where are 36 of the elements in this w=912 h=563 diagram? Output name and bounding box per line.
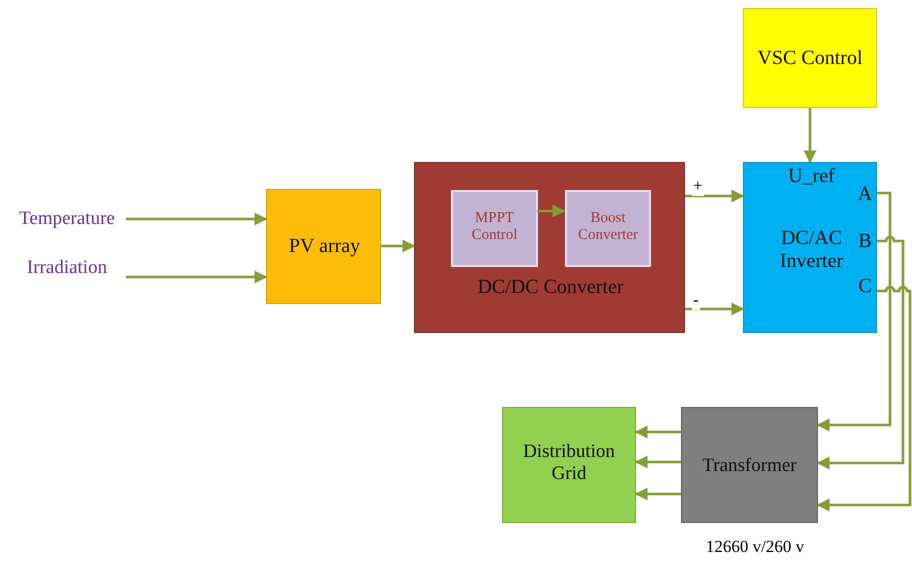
arrow — [537, 204, 566, 218]
arrow — [816, 236, 904, 470]
arrow — [126, 270, 268, 284]
node-label: U_ref — [787, 165, 836, 188]
node-label: Temperature — [18, 208, 116, 230]
process-box — [266, 189, 381, 304]
arrow — [634, 426, 681, 438]
process-box — [451, 190, 538, 267]
phase-label: A — [856, 183, 874, 206]
arrow — [685, 190, 744, 202]
node-label: MPPT Control — [470, 210, 518, 244]
node-label: Irradiation — [26, 257, 108, 279]
arrow — [634, 488, 681, 500]
node-label: DC/DC Converter — [476, 276, 625, 299]
arrow — [685, 302, 744, 316]
node-label: Boost Converter — [577, 210, 639, 244]
inverter-box — [743, 162, 877, 333]
arrow — [126, 212, 268, 226]
grid-box — [502, 407, 636, 523]
node-label: VSC Control — [756, 47, 864, 70]
process-box — [565, 190, 651, 267]
node-label: DC/AC Inverter — [778, 227, 844, 273]
arrow — [816, 192, 892, 432]
arrow — [634, 456, 681, 468]
phase-label: B — [857, 230, 873, 253]
node-label: Distribution Grid — [522, 441, 616, 485]
process-box — [414, 162, 685, 333]
arrow — [816, 286, 912, 512]
control-box — [743, 8, 877, 108]
node-label: Transformer — [701, 455, 798, 477]
phase-label: C — [857, 275, 873, 298]
arrow — [804, 108, 816, 164]
node-label: PV array — [288, 235, 362, 258]
transformer-box — [681, 407, 818, 523]
rating-label: 12660 v/260 v — [704, 537, 806, 557]
arrow — [381, 240, 416, 252]
